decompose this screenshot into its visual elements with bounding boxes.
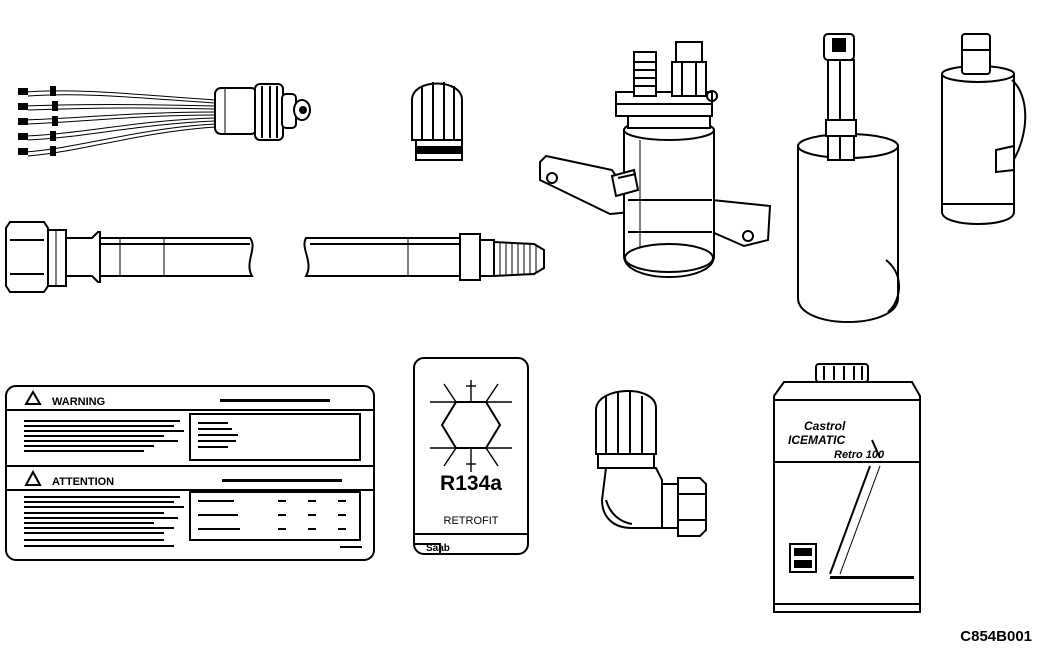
- oil-grade: Retro 100: [834, 449, 885, 461]
- refrigerant-label: R134a: [440, 472, 502, 495]
- attention-heading: ATTENTION: [52, 476, 114, 488]
- oil-product: ICEMATIC: [788, 433, 845, 447]
- attention-triangle-icon: [24, 469, 42, 486]
- receiver-drier-with-bracket: [539, 41, 772, 278]
- warning-triangle-icon: [24, 390, 42, 405]
- retrofit-tag: R134a RETROFIT Saab: [413, 357, 529, 555]
- warning-heading: WARNING: [52, 396, 105, 408]
- pressure-switch-with-wires: [18, 83, 311, 157]
- elbow-fitting-with-cap: [595, 390, 707, 537]
- snowflake-icon: [430, 380, 512, 472]
- figure-code: C854B001: [960, 628, 1032, 645]
- oil-brand: Castrol: [804, 419, 846, 433]
- warning-label: WARNING ATTENTION: [5, 385, 375, 561]
- accumulator: [797, 33, 901, 323]
- brand-label: Saab: [426, 543, 450, 554]
- hose-fitting-right: [303, 233, 545, 281]
- retrofit-caption: RETROFIT: [444, 515, 499, 527]
- filter-drier: [941, 33, 1027, 225]
- hose-fitting-left: [5, 221, 254, 293]
- valve-cap: [411, 82, 463, 161]
- oil-can: Castrol ICEMATIC Retro 100: [773, 363, 921, 613]
